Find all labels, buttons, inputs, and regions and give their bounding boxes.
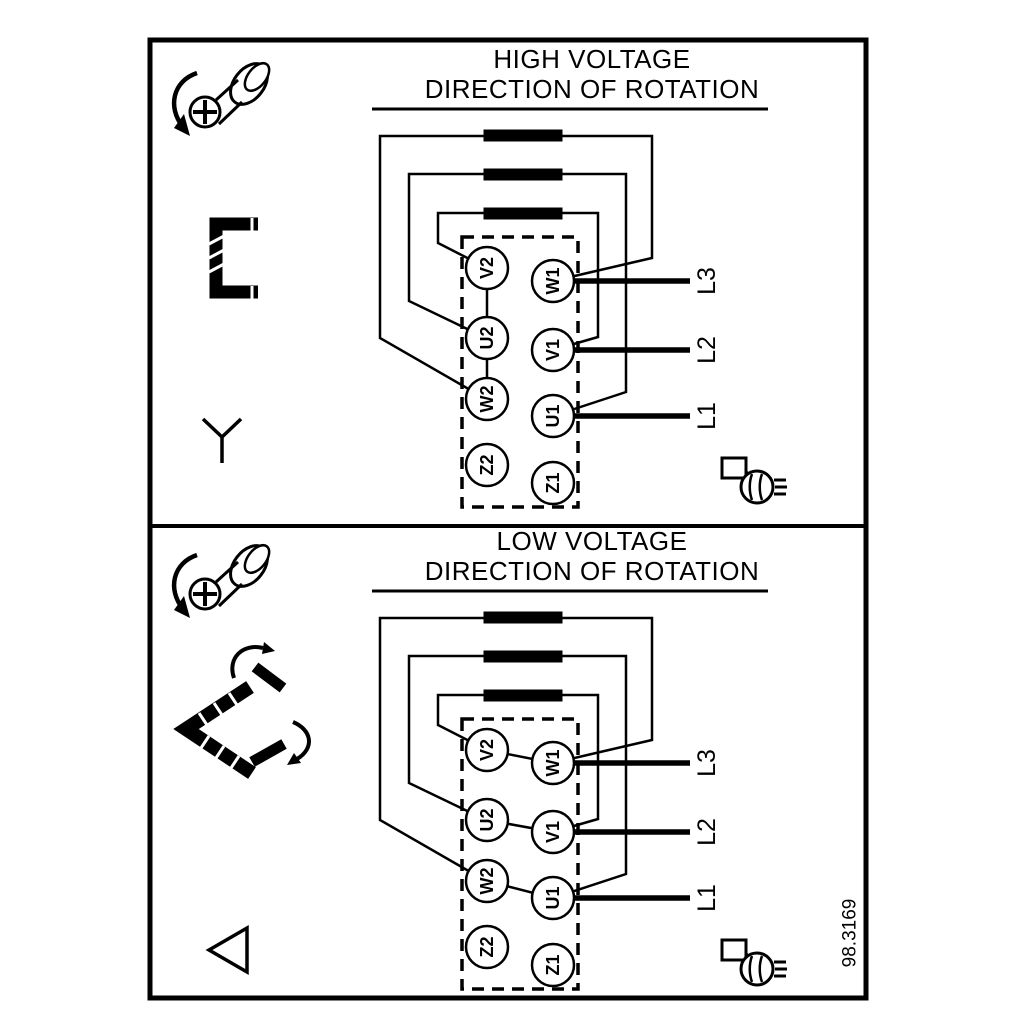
winding-bar-1 (483, 611, 563, 624)
screw-rotation-icon (171, 543, 271, 618)
star-symbol-icon (201, 417, 243, 463)
terminal-label: W1 (543, 750, 563, 777)
terminal-z1: Z1 (530, 460, 576, 506)
panel-title-line2: DIRECTION OF ROTATION (425, 74, 760, 104)
panel-title-line2: DIRECTION OF ROTATION (425, 556, 760, 586)
ground-terminal-icon (720, 938, 787, 987)
terminal-u2: U2 (464, 315, 510, 361)
supply-lines (553, 278, 690, 419)
terminal-v2: V2 (464, 245, 510, 291)
supply-label-l1: L1 (693, 884, 721, 912)
terminal-box: V2 U2 W2 Z2 W1 V1 (460, 717, 580, 991)
supply-label-l2: L2 (693, 818, 721, 846)
delta-links-icon (173, 642, 311, 779)
terminal-label: V2 (477, 739, 497, 761)
screw-rotation-icon (171, 61, 271, 136)
terminal-label: U2 (477, 326, 497, 349)
panel-high-voltage: HIGH VOLTAGE DIRECTION OF ROTATION (171, 44, 787, 509)
motor-windings-wiring (378, 611, 654, 900)
terminal-label: V2 (477, 257, 497, 279)
terminal-v1: V1 (530, 327, 576, 373)
motor-windings-wiring (378, 129, 654, 418)
terminal-w2: W2 (464, 858, 510, 904)
terminal-label: Z2 (477, 936, 497, 957)
winding-bar-3 (483, 689, 563, 702)
winding-bar-3 (483, 207, 563, 220)
supply-label-l2: L2 (693, 336, 721, 364)
terminal-label: U2 (477, 808, 497, 831)
terminal-w1: W1 (530, 258, 576, 304)
supply-lines (553, 760, 690, 901)
terminal-label: Z1 (543, 954, 563, 975)
terminal-label: Z1 (543, 472, 563, 493)
panel-low-voltage: LOW VOLTAGE DIRECTION OF ROTATION (171, 526, 787, 991)
terminal-label: W2 (477, 868, 497, 895)
ground-terminal-icon (720, 456, 787, 505)
terminal-v1: V1 (530, 809, 576, 855)
panel-title-line1: HIGH VOLTAGE (493, 44, 690, 74)
figure-number: 98.3169 (840, 899, 861, 968)
winding-bar-2 (483, 650, 563, 663)
terminal-z1: Z1 (530, 942, 576, 988)
terminal-box: V2 U2 W2 Z2 W1 V1 (460, 235, 580, 509)
terminal-label: V1 (543, 339, 563, 361)
terminal-label: Z2 (477, 454, 497, 475)
winding-bar-1 (483, 129, 563, 142)
panel-title-line1: LOW VOLTAGE (497, 526, 688, 556)
terminal-u2: U2 (464, 797, 510, 843)
terminal-w2: W2 (464, 376, 510, 422)
terminal-u1: U1 (530, 393, 576, 439)
terminal-v2: V2 (464, 727, 510, 773)
link-bracket-icon (208, 217, 258, 299)
terminal-label: U1 (543, 404, 563, 427)
winding-bar-2 (483, 168, 563, 181)
delta-symbol-icon (205, 924, 249, 976)
terminal-u1: U1 (530, 875, 576, 921)
supply-label-l1: L1 (693, 402, 721, 430)
supply-label-l3: L3 (693, 749, 721, 777)
terminal-label: U1 (543, 886, 563, 909)
terminal-box-border (460, 235, 580, 509)
terminal-box-border (460, 717, 580, 991)
terminal-w1: W1 (530, 740, 576, 786)
outer-frame (147, 37, 869, 1001)
terminal-label: W1 (543, 268, 563, 295)
supply-label-l3: L3 (693, 267, 721, 295)
terminal-z2: Z2 (464, 924, 510, 970)
terminal-label: V1 (543, 821, 563, 843)
terminal-label: W2 (477, 386, 497, 413)
terminal-z2: Z2 (464, 442, 510, 488)
